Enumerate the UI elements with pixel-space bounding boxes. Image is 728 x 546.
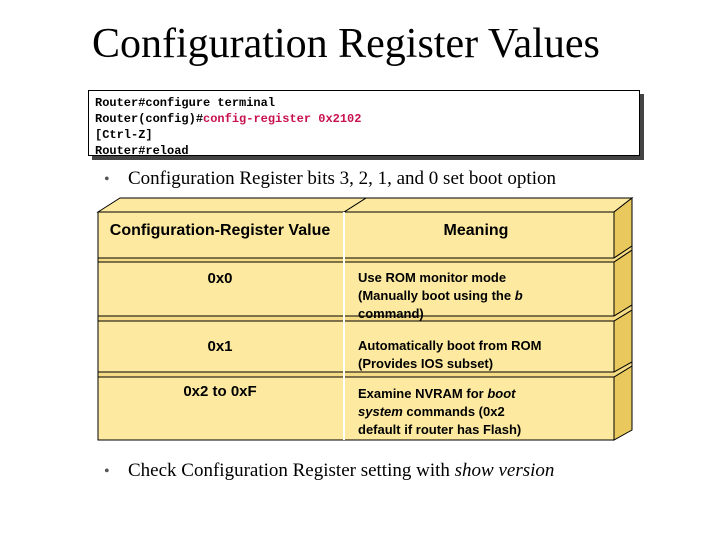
- bullet-text: Configuration Register bits 3, 2, 1, and…: [128, 168, 556, 189]
- table-top-face: [98, 197, 634, 213]
- cli-text: Router#reload: [95, 144, 189, 158]
- meaning-emphasis: boot: [487, 386, 516, 401]
- cli-line: Router(config)#config-register 0x2102: [95, 111, 633, 127]
- bullet-boot-option: • Configuration Register bits 3, 2, 1, an…: [104, 168, 556, 191]
- bullet-marker: •: [104, 171, 110, 188]
- meaning-0x2-to-0xF: Examine NVRAM for boot system commands (…: [358, 385, 608, 439]
- cli-command-box: Router#configure terminal Router(config)…: [88, 90, 640, 159]
- meaning-line: command): [358, 306, 424, 321]
- meaning-line: Automatically boot from ROM: [358, 338, 542, 353]
- cli-line: [Ctrl-Z]: [95, 127, 633, 143]
- cli-prompt: Router(config)#: [95, 112, 204, 126]
- cli-line: Router#reload: [95, 143, 633, 159]
- meaning-text: commands (0x2: [402, 404, 505, 419]
- value-0x2-to-0xF: 0x2 to 0xF: [183, 383, 257, 400]
- meaning-text: (Manually boot using the: [358, 288, 515, 303]
- value-0x0: 0x0: [207, 270, 233, 287]
- header-config-register-value: Configuration-Register Value: [109, 222, 331, 239]
- meaning-line: default if router has Flash): [358, 422, 522, 437]
- cli-highlighted-command: config-register 0x2102: [203, 112, 362, 126]
- cli-text: Router#configure terminal: [95, 96, 276, 110]
- meaning-0x1: Automatically boot from ROM (Provides IO…: [358, 337, 608, 373]
- meaning-line: Examine NVRAM for boot: [358, 385, 608, 403]
- meaning-text: Examine NVRAM for: [358, 386, 488, 401]
- meaning-emphasis: system: [358, 404, 403, 419]
- meaning-line: system commands (0x2: [358, 403, 608, 421]
- meaning-emphasis: b: [514, 288, 523, 303]
- slide-title: Configuration Register Values: [92, 21, 600, 67]
- meaning-0x0: Use ROM monitor mode (Manually boot usin…: [358, 269, 608, 323]
- bullet-emphasis: show version: [454, 460, 555, 481]
- table-side-face: [613, 196, 633, 259]
- bullet-show-version: • Check Configuration Register setting wi…: [104, 460, 554, 483]
- bullet-marker: •: [104, 463, 110, 480]
- cli-text: [Ctrl-Z]: [95, 128, 153, 142]
- meaning-line: (Manually boot using the b: [358, 287, 608, 305]
- meaning-line: (Provides IOS subset): [358, 356, 494, 371]
- meaning-line: Use ROM monitor mode: [358, 270, 507, 285]
- header-meaning: Meaning: [443, 222, 509, 239]
- value-0x1: 0x1: [207, 338, 233, 355]
- bullet-text: Check Configuration Register setting wit…: [128, 460, 455, 481]
- cli-line: Router#configure terminal: [95, 95, 633, 111]
